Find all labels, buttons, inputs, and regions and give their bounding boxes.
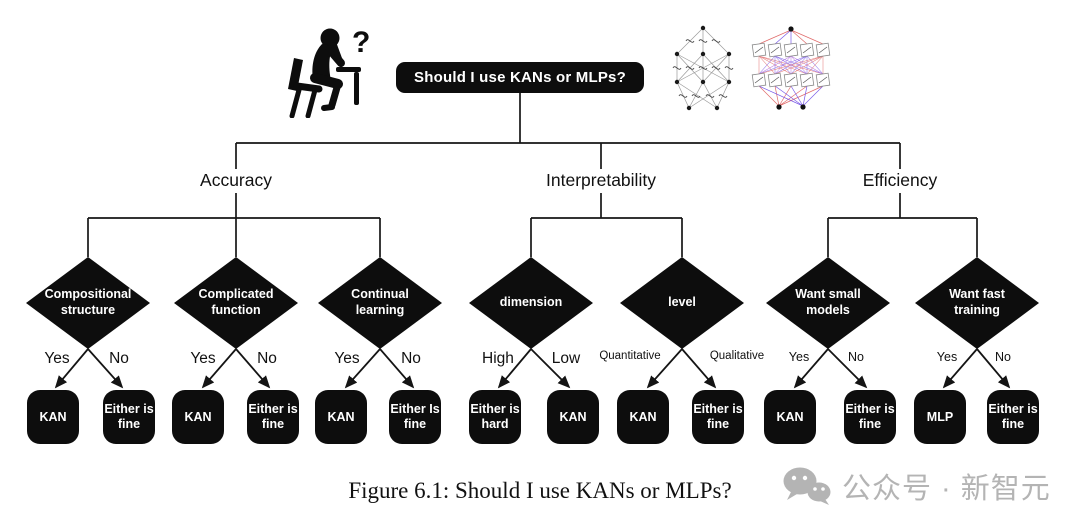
leaf-result: KAN [172, 390, 224, 444]
mlp-network-illustration [751, 26, 831, 110]
edge-label: Yes [788, 350, 810, 364]
edge-label: Yes [334, 350, 360, 367]
leaf-result: Either is fine [247, 390, 299, 444]
branch-label-efficiency: Efficiency [862, 170, 938, 190]
edge-label: Yes [44, 350, 70, 367]
edge-label: High [482, 350, 514, 367]
figure-caption: Figure 6.1: Should I use KANs or MLPs? [348, 478, 732, 503]
leaf-result: Either is fine [103, 390, 155, 444]
edge-label: Low [551, 350, 581, 367]
diamond-label: Continual learning [351, 287, 409, 317]
leaf-result: KAN [617, 390, 669, 444]
leaf-result: Either is fine [987, 390, 1039, 444]
branch-label-interpretability: Interpretability [546, 170, 656, 190]
leaf-result: KAN [27, 390, 79, 444]
leaf-result: KAN [547, 390, 599, 444]
root-question-box: Should I use KANs or MLPs? [396, 62, 644, 93]
question-mark: ? [352, 26, 371, 59]
edge-label: No [995, 350, 1011, 364]
diamond-label: Want small models [795, 287, 861, 317]
wechat-icon [783, 467, 831, 505]
edge-label: Quantitative [599, 350, 661, 362]
diamond-label: dimension [499, 295, 563, 310]
leaf-result: MLP [914, 390, 966, 444]
kan-network-illustration [672, 25, 734, 111]
thinking-person-icon [288, 28, 361, 118]
edge-label: No [109, 350, 129, 367]
watermark-text: 公众号 · 新智元 [842, 473, 1051, 505]
leaf-result: Either is hard [469, 390, 521, 444]
edge-label: Yes [190, 350, 216, 367]
leaf-result: Either Is fine [389, 390, 441, 444]
watermark: 公众号 · 新智元 [782, 465, 1051, 507]
edge-label: Yes [936, 350, 958, 364]
edge-label: No [257, 350, 277, 367]
leaf-result: KAN [764, 390, 816, 444]
branch-label-accuracy: Accuracy [200, 170, 272, 190]
leaf-result: Either is fine [692, 390, 744, 444]
diamond-label: Compositional structure [44, 287, 132, 317]
edge-label: Qualitative [709, 350, 765, 362]
leaf-result: Either is fine [844, 390, 896, 444]
diamond-label: Want fast training [949, 287, 1005, 317]
edge-label: No [848, 350, 864, 364]
edge-label: No [401, 350, 421, 367]
diamond-label: level [668, 295, 696, 310]
leaf-result: KAN [315, 390, 367, 444]
diamond-label: Complicated function [198, 287, 274, 317]
